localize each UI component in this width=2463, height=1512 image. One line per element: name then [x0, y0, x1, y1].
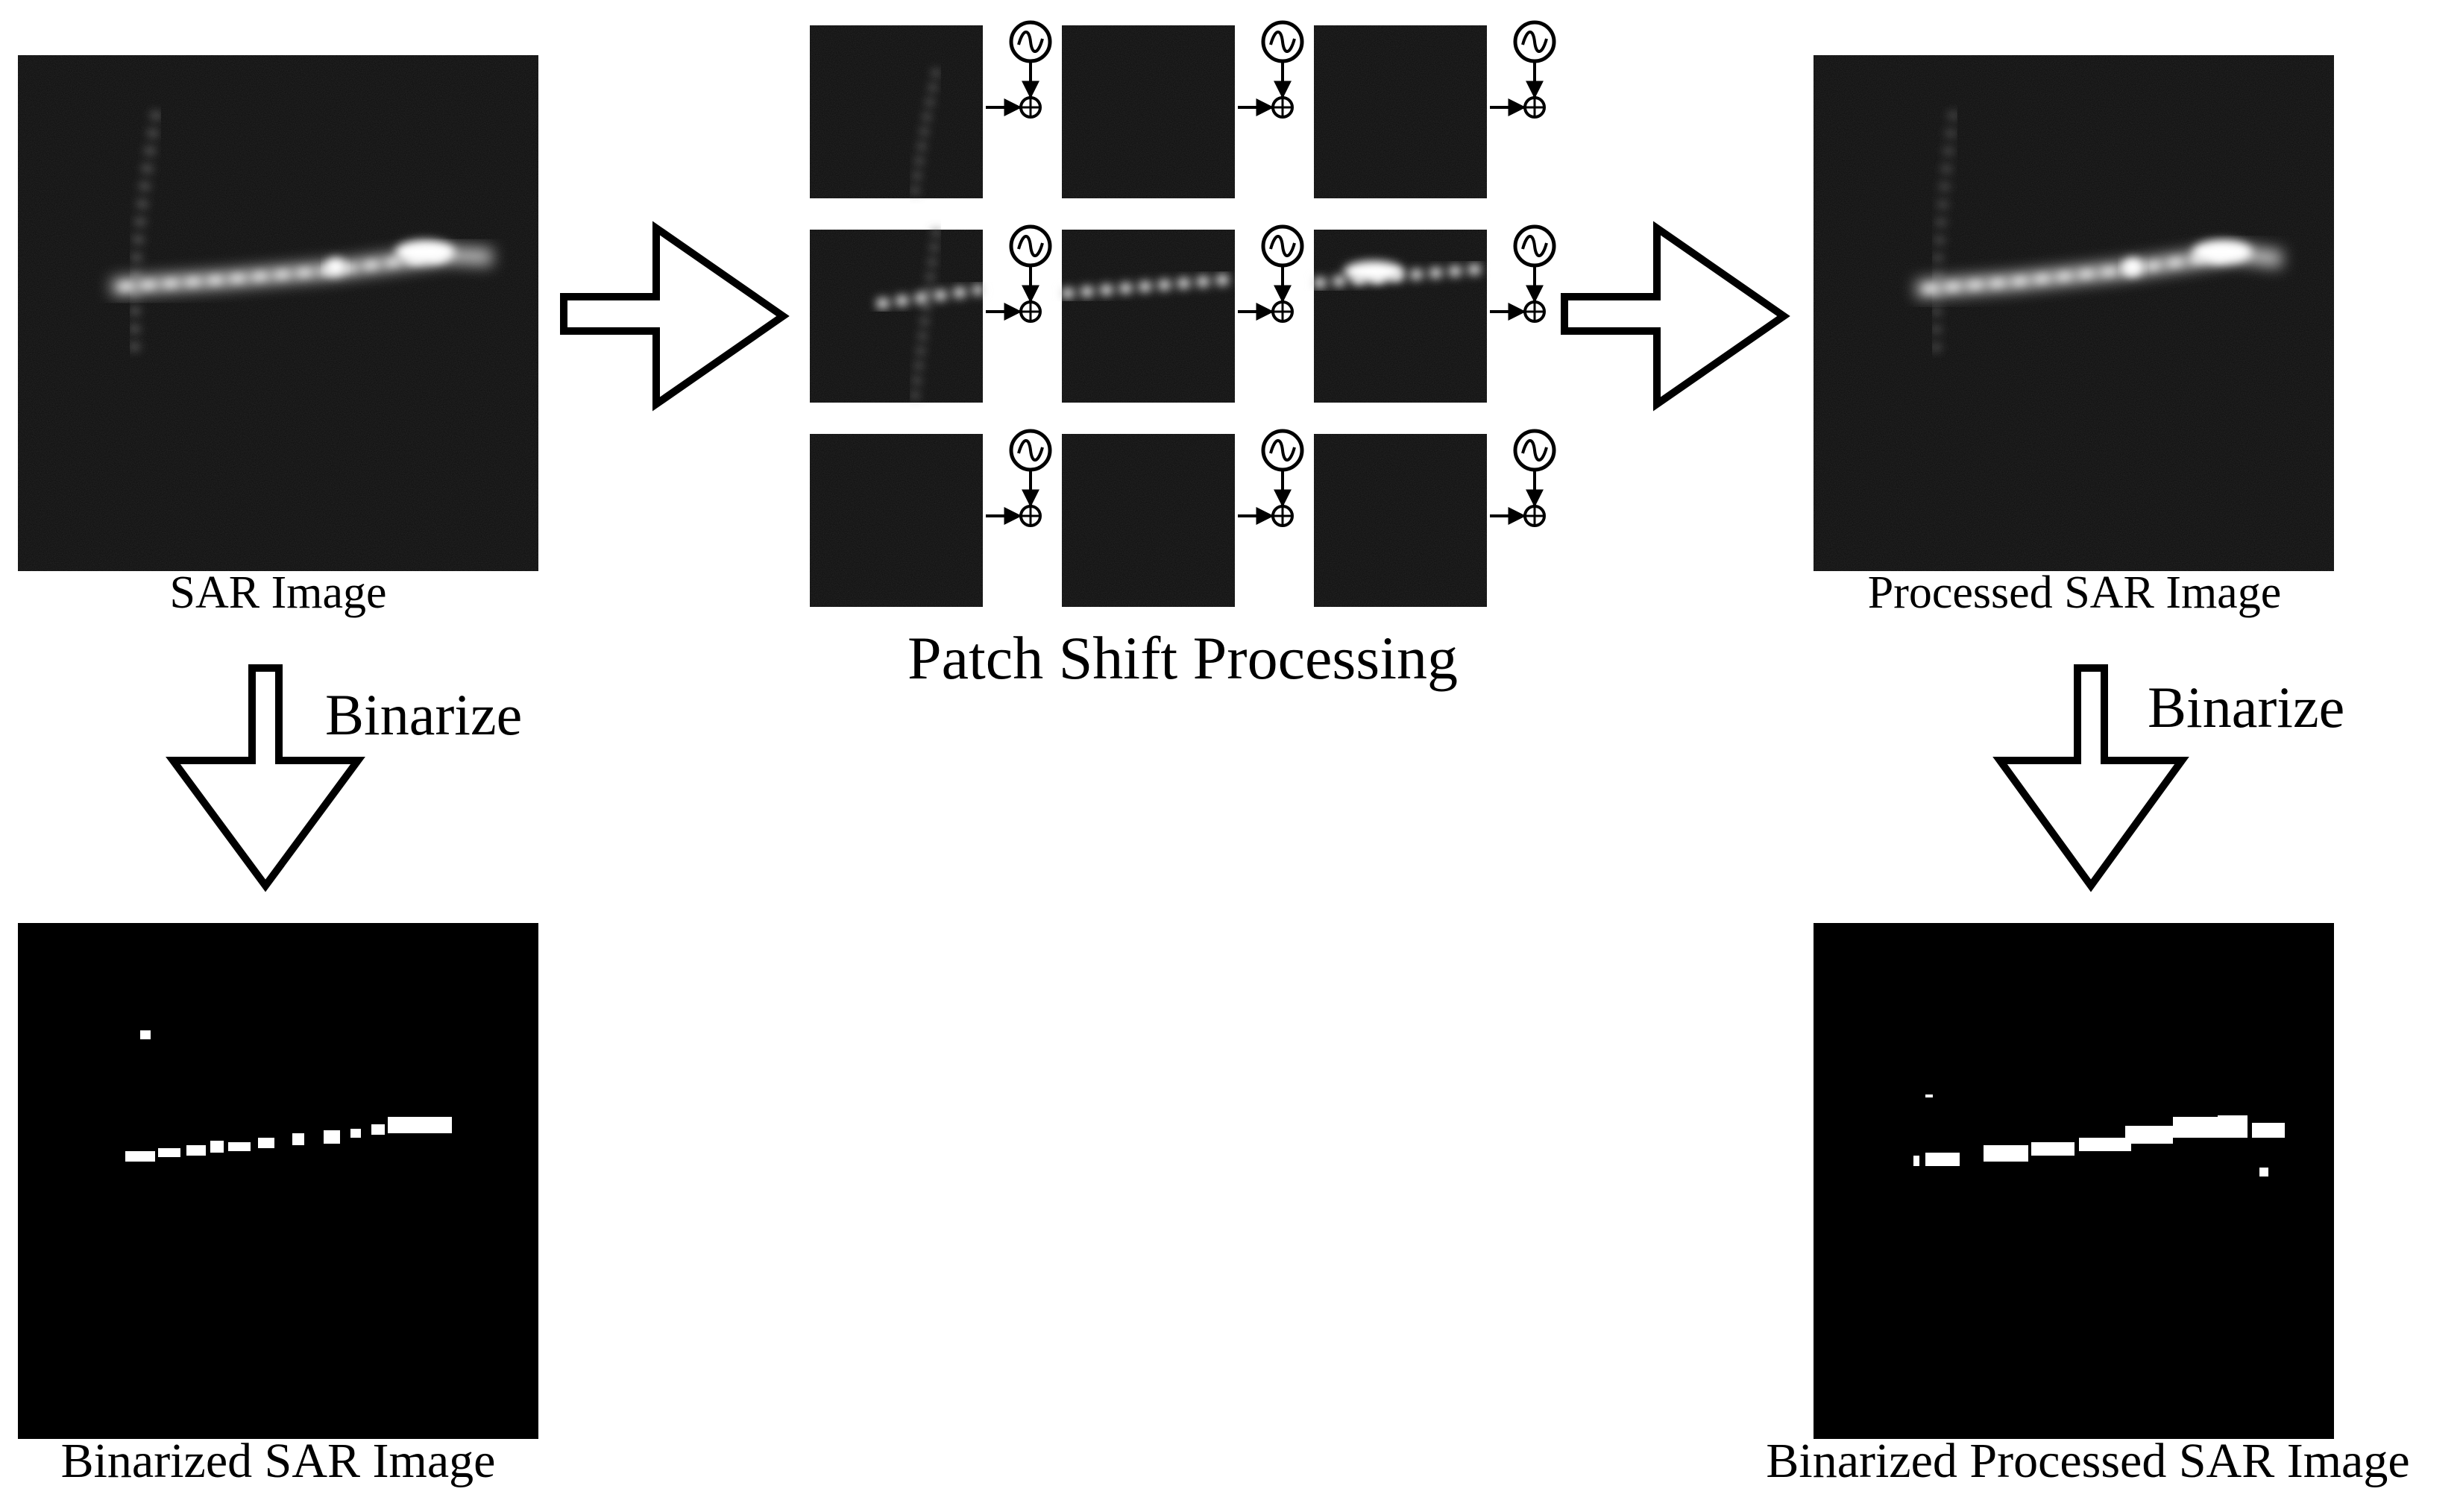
arrow-binarize-left [166, 664, 365, 892]
sar-image [18, 55, 538, 571]
processed-sar-image-label: Processed SAR Image [1867, 567, 2282, 618]
patch-grid [810, 20, 1556, 607]
shift-operation [1238, 20, 1304, 119]
binarized-sar-image-label: Binarized SAR Image [60, 1434, 496, 1488]
binarized-sar-image [18, 923, 538, 1439]
patch [810, 25, 983, 199]
shift-operation [1490, 20, 1556, 119]
arrow-patch-to-processed [1561, 221, 1790, 412]
binarize-right-label: Binarize [2148, 675, 2345, 740]
patch [1061, 230, 1236, 403]
arrow-binarize-right [1992, 664, 2189, 892]
patch [1314, 434, 1487, 607]
patch [1062, 25, 1235, 198]
shift-operation [1238, 224, 1304, 323]
patch [1062, 434, 1235, 607]
arrow-sar-to-patch [560, 221, 790, 412]
binarize-left-label: Binarize [325, 682, 523, 747]
shift-operation [986, 224, 1052, 323]
shift-operation [1490, 224, 1556, 323]
shift-operation [1490, 429, 1556, 527]
processed-sar-image [1814, 55, 2334, 571]
sar-image-label: SAR Image [169, 567, 387, 618]
shift-operation [1238, 429, 1304, 527]
patch [810, 229, 984, 403]
patch [1313, 230, 1488, 403]
patch [810, 434, 983, 607]
patch [1314, 25, 1487, 198]
binarized-processed-sar-image [1814, 923, 2334, 1439]
shift-operation [986, 429, 1052, 527]
shift-operation [986, 20, 1052, 119]
patch-shift-processing-label: Patch Shift Processing [907, 624, 1458, 692]
binarized-processed-sar-image-label: Binarized Processed SAR Image [1766, 1434, 2410, 1488]
